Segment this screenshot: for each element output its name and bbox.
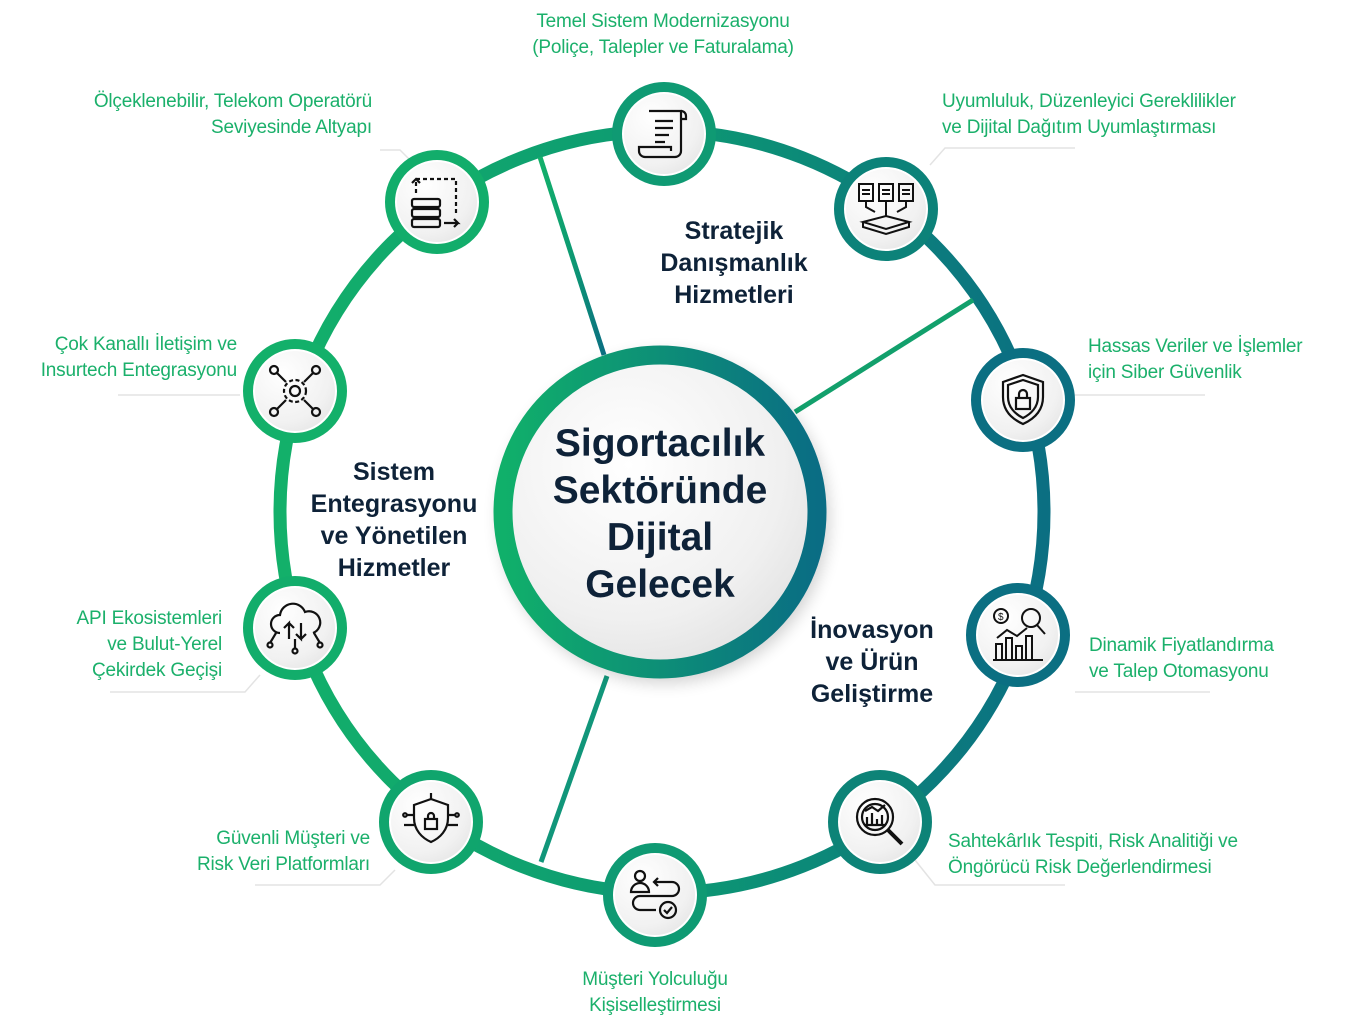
label-scalable-infrastructure: Ölçeklenebilir, Telekom Operatörü Seviye… [20, 89, 372, 141]
label-line: Sahtekârlık Tespiti, Risk Analitiği ve [948, 831, 1238, 852]
label-line: Risk Veri Platformları [197, 854, 370, 875]
label-omnichannel: Çok Kanallı İletişim ve Insurtech Entegr… [0, 332, 237, 384]
center-title-line: Sektöründe [552, 469, 768, 512]
center-title-line: Gelecek [585, 563, 735, 606]
label-line: ve Talep Otomasyonu [1089, 661, 1269, 682]
svg-text:$: $ [998, 612, 1004, 623]
label-line: Uyumluluk, Düzenleyici Gereklilikler [942, 91, 1236, 112]
section-line: Danışmanlık [660, 249, 808, 277]
label-line: Öngörücü Risk Değerlendirmesi [948, 857, 1212, 878]
section-line: Geliştirme [810, 680, 934, 708]
section-strategic-consulting: Stratejik Danışmanlık Hizmetleri [634, 215, 834, 311]
node-scalable-infrastructure [385, 150, 489, 254]
label-line: Temel Sistem Modernizasyonu [536, 11, 790, 32]
center-circle [493, 345, 827, 679]
label-line: Dinamik Fiyatlandırma [1089, 635, 1274, 656]
analytics-magnifier-icon [855, 797, 904, 846]
label-line: ve Bulut-Yerel [107, 634, 222, 655]
label-line: Çekirdek Geçişi [91, 660, 222, 681]
center-title: Sigortacılık Sektöründe Dijital Gelecek [510, 420, 810, 608]
label-line: Seviyesinde Altyapı [211, 117, 372, 138]
label-line: (Poliçe, Talepler ve Faturalama) [532, 37, 794, 58]
section-line: İnovasyon [810, 616, 934, 644]
label-customer-journey: Müşteri Yolculuğu Kişiselleştirmesi [545, 967, 765, 1019]
section-line: Hizmetler [337, 554, 451, 582]
shield-lock-icon [1001, 373, 1045, 426]
label-line: Güvenli Müşteri ve [216, 828, 370, 849]
section-line: Hizmetleri [674, 281, 794, 309]
label-core-modernization: Temel Sistem Modernizasyonu (Poliçe, Tal… [505, 9, 821, 61]
center-title-line: Sigortacılık [554, 422, 766, 465]
node-dynamic-pricing: $ [966, 583, 1070, 687]
gear-network-icon [268, 364, 322, 418]
secure-shield-circuit-icon [402, 793, 460, 844]
node-core-modernization [612, 82, 716, 186]
label-line: Müşteri Yolculuğu [582, 969, 728, 990]
customer-journey-icon [629, 869, 681, 920]
divider-spoke [793, 297, 975, 415]
documents-merge-icon [858, 183, 914, 236]
section-line: Sistem [353, 458, 435, 486]
section-system-integration: Sistem Entegrasyonu ve Yönetilen Hizmetl… [294, 456, 494, 584]
label-line: ve Dijital Dağıtım Uyumlaştırması [942, 117, 1217, 138]
cloud-api-icon [266, 602, 324, 655]
label-line: Hassas Veriler ve İşlemler [1088, 336, 1303, 357]
section-line: Entegrasyonu [310, 490, 478, 518]
label-cyber-security: Hassas Veriler ve İşlemler için Siber Gü… [1088, 334, 1303, 386]
connector-lines [110, 147, 1210, 886]
divider-spoke [537, 156, 607, 356]
section-line: ve Ürün [825, 648, 919, 676]
node-cyber-security [971, 348, 1075, 452]
node-omnichannel [243, 339, 347, 443]
label-dynamic-pricing: Dinamik Fiyatlandırma ve Talep Otomasyon… [1089, 633, 1274, 685]
label-line: API Ekosistemleri [76, 608, 223, 629]
label-line: Insurtech Entegrasyonu [40, 360, 237, 381]
node-secure-data-platforms [379, 770, 483, 874]
node-customer-journey [603, 843, 707, 947]
pricing-chart-icon: $ [993, 608, 1046, 661]
node-compliance [834, 157, 938, 261]
label-secure-data-platforms: Güvenli Müşteri ve Risk Veri Platformlar… [120, 826, 370, 878]
label-fraud-detection: Sahtekârlık Tespiti, Risk Analitiği ve Ö… [948, 829, 1238, 881]
label-line: Ölçeklenebilir, Telekom Operatörü [93, 91, 372, 112]
node-fraud-detection [828, 770, 932, 874]
label-line: Çok Kanallı İletişim ve [54, 334, 238, 355]
section-innovation: İnovasyon ve Ürün Geliştirme [772, 614, 972, 710]
center-title-line: Dijital [606, 516, 714, 559]
section-line: ve Yönetilen [320, 522, 468, 550]
label-line: Kişiselleştirmesi [589, 995, 721, 1016]
label-api-cloud: API Ekosistemleri ve Bulut-Yerel Çekirde… [20, 606, 223, 684]
divider-spoke [538, 675, 610, 863]
node-api-cloud [243, 576, 347, 680]
label-compliance: Uyumluluk, Düzenleyici Gereklilikler ve … [942, 89, 1236, 141]
section-line: Stratejik [684, 217, 784, 245]
server-migration-icon [410, 177, 461, 229]
label-line: için Siber Güvenlik [1088, 362, 1242, 383]
document-scroll-icon [637, 109, 688, 159]
